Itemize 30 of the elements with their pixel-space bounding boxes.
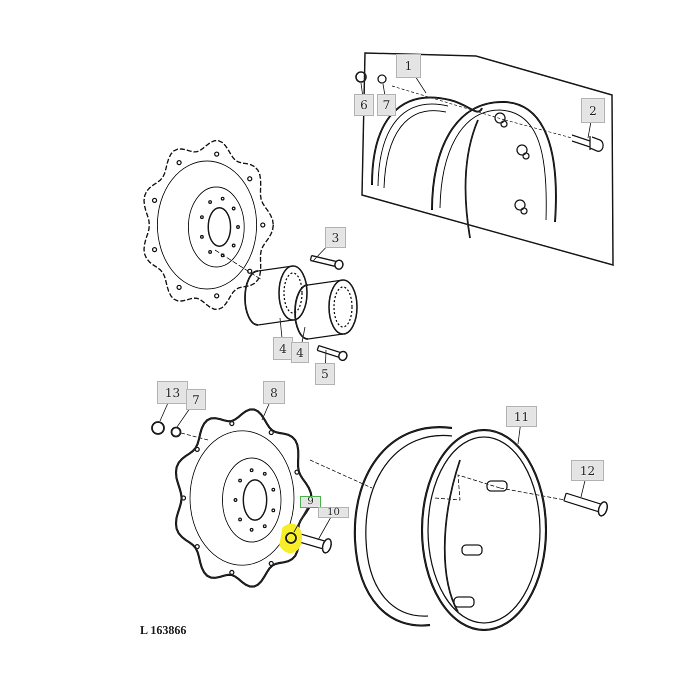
leader-line: [580, 480, 586, 498]
leader-line: [160, 404, 168, 422]
leader-line: [302, 326, 306, 342]
callout-number: 3: [325, 227, 346, 248]
callout-number: 9: [300, 496, 321, 508]
callout-number: 1: [396, 54, 421, 78]
figure-number: L 163866: [140, 623, 186, 638]
leader-line: [382, 84, 386, 94]
callout-number: 6: [354, 94, 374, 116]
leader-line: [325, 350, 326, 364]
callout-number: 13: [157, 381, 188, 404]
callout-number: 7: [377, 94, 396, 116]
callout-number: 4: [273, 337, 293, 360]
leader-line: [360, 82, 363, 94]
leader-line: [262, 404, 270, 420]
callout-number: 8: [263, 381, 285, 404]
leader-line: [280, 318, 282, 338]
leader-line: [588, 122, 592, 138]
callout-number: 2: [581, 98, 605, 123]
leader-line: [318, 518, 331, 540]
callout-number: 7: [186, 389, 206, 410]
callout-number: 11: [506, 406, 537, 427]
leader-line: [416, 78, 426, 94]
callout-number: 4: [291, 342, 309, 363]
callout-number: 5: [315, 363, 335, 385]
leader-line: [176, 410, 190, 428]
callout-number: 12: [571, 460, 604, 481]
callout-number: 10: [318, 507, 349, 518]
leader-line: [518, 426, 521, 444]
leader-line: [312, 248, 326, 262]
